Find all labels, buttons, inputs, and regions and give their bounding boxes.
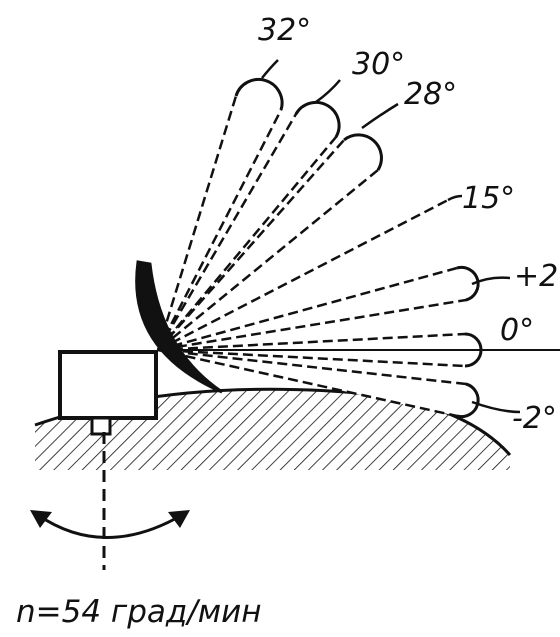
beam-plus2 — [157, 265, 480, 352]
beam-32 — [156, 77, 284, 351]
label-minus-2-deg: -2° — [512, 401, 557, 436]
radar-mount — [90, 416, 112, 436]
rotation-speed-caption: n=54 град/мин — [16, 594, 262, 630]
label-plus-2-deg: +2 — [514, 259, 558, 294]
rotation-arrow — [30, 510, 190, 539]
beam-28 — [157, 133, 383, 351]
radar-housing — [58, 350, 158, 420]
label-32-deg: 32° — [258, 13, 311, 48]
beam-30 — [156, 100, 341, 351]
beam-15 — [157, 198, 449, 352]
label-30-deg: 30° — [352, 47, 405, 82]
radar-unit — [58, 350, 158, 436]
label-0-deg: 0° — [500, 313, 534, 348]
label-28-deg: 28° — [404, 77, 457, 112]
antenna-reflector — [135, 260, 223, 394]
label-15-deg: 15° — [462, 181, 515, 216]
label-leaders — [261, 59, 521, 414]
